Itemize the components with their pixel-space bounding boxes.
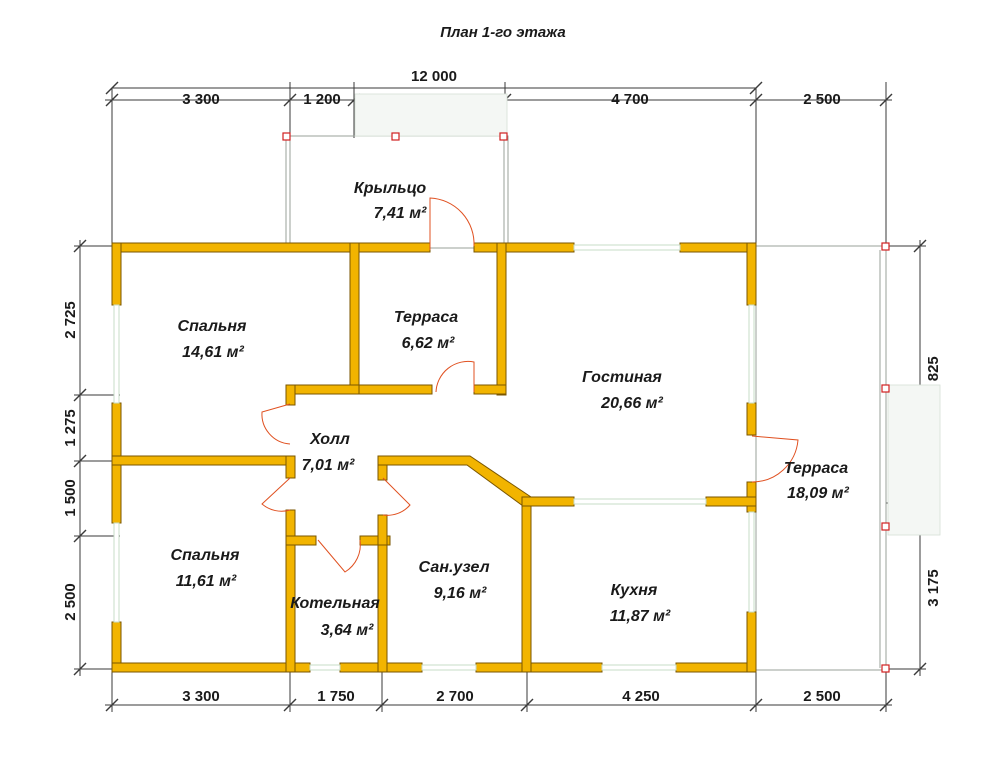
dim-bottom-1: 3 300 bbox=[182, 688, 220, 705]
dim-top-5: 2 500 bbox=[803, 91, 841, 108]
dim-top-2: 1 200 bbox=[303, 91, 341, 108]
dim-top-1: 3 300 bbox=[182, 91, 220, 108]
dim-bottom-2: 1 750 bbox=[317, 688, 355, 705]
dim-left-4: 2 500 bbox=[62, 583, 79, 621]
dim-right-2: 3 175 bbox=[925, 569, 942, 607]
posts bbox=[282, 132, 890, 673]
terrace-decking bbox=[755, 245, 941, 671]
porch-decking bbox=[285, 93, 509, 249]
room-bedroom2-area: 11,61 м² bbox=[176, 573, 237, 590]
dim-left-1: 2 725 bbox=[62, 301, 79, 339]
room-kitchen-name: Кухня bbox=[611, 582, 658, 599]
windows bbox=[113, 244, 755, 671]
room-porch-name: Крыльцо bbox=[354, 180, 426, 197]
doors bbox=[261, 197, 799, 573]
room-bedroom1-area: 14,61 м² bbox=[182, 344, 244, 361]
walls bbox=[111, 242, 757, 673]
dim-top-total: 12 000 bbox=[411, 68, 457, 85]
dim-left-3: 1 500 bbox=[62, 479, 79, 517]
bottom-dimensions: 3 300 1 750 2 700 4 250 2 500 bbox=[105, 670, 893, 712]
room-kitchen-area: 11,87 м² bbox=[610, 608, 671, 625]
dim-bottom-3: 2 700 bbox=[436, 688, 474, 705]
left-dimensions: 2 725 1 275 1 500 2 500 bbox=[62, 239, 120, 676]
room-labels: Крыльцо 7,41 м² Спальня 14,61 м² Терраса… bbox=[171, 180, 850, 639]
dim-top-4: 4 700 bbox=[611, 91, 649, 108]
dim-bottom-4: 4 250 bbox=[622, 688, 660, 705]
dim-bottom-5: 2 500 bbox=[803, 688, 841, 705]
room-terrace-small-area: 6,62 м² bbox=[402, 335, 455, 352]
room-porch-area: 7,41 м² bbox=[374, 205, 427, 222]
room-bedroom2-name: Спальня bbox=[171, 547, 241, 564]
room-bedroom1-name: Спальня bbox=[178, 318, 248, 335]
room-boiler-name: Котельная bbox=[290, 595, 380, 612]
room-living-area: 20,66 м² bbox=[600, 395, 663, 412]
room-bathroom-name: Сан.узел bbox=[418, 559, 489, 576]
room-living-name: Гостиная bbox=[582, 369, 662, 386]
plan-title: План 1-го этажа bbox=[440, 24, 566, 41]
room-boiler-area: 3,64 м² bbox=[321, 622, 374, 639]
room-terrace-large-area: 18,09 м² bbox=[787, 485, 849, 502]
room-terrace-large-name: Терраса bbox=[784, 460, 848, 477]
room-bathroom-area: 9,16 м² bbox=[434, 585, 487, 602]
room-hall-name: Холл bbox=[309, 431, 350, 448]
room-hall-area: 7,01 м² bbox=[302, 457, 355, 474]
dim-right-1: 4 825 bbox=[925, 356, 942, 394]
room-terrace-small-name: Терраса bbox=[394, 309, 458, 326]
dim-left-2: 1 275 bbox=[62, 409, 79, 447]
